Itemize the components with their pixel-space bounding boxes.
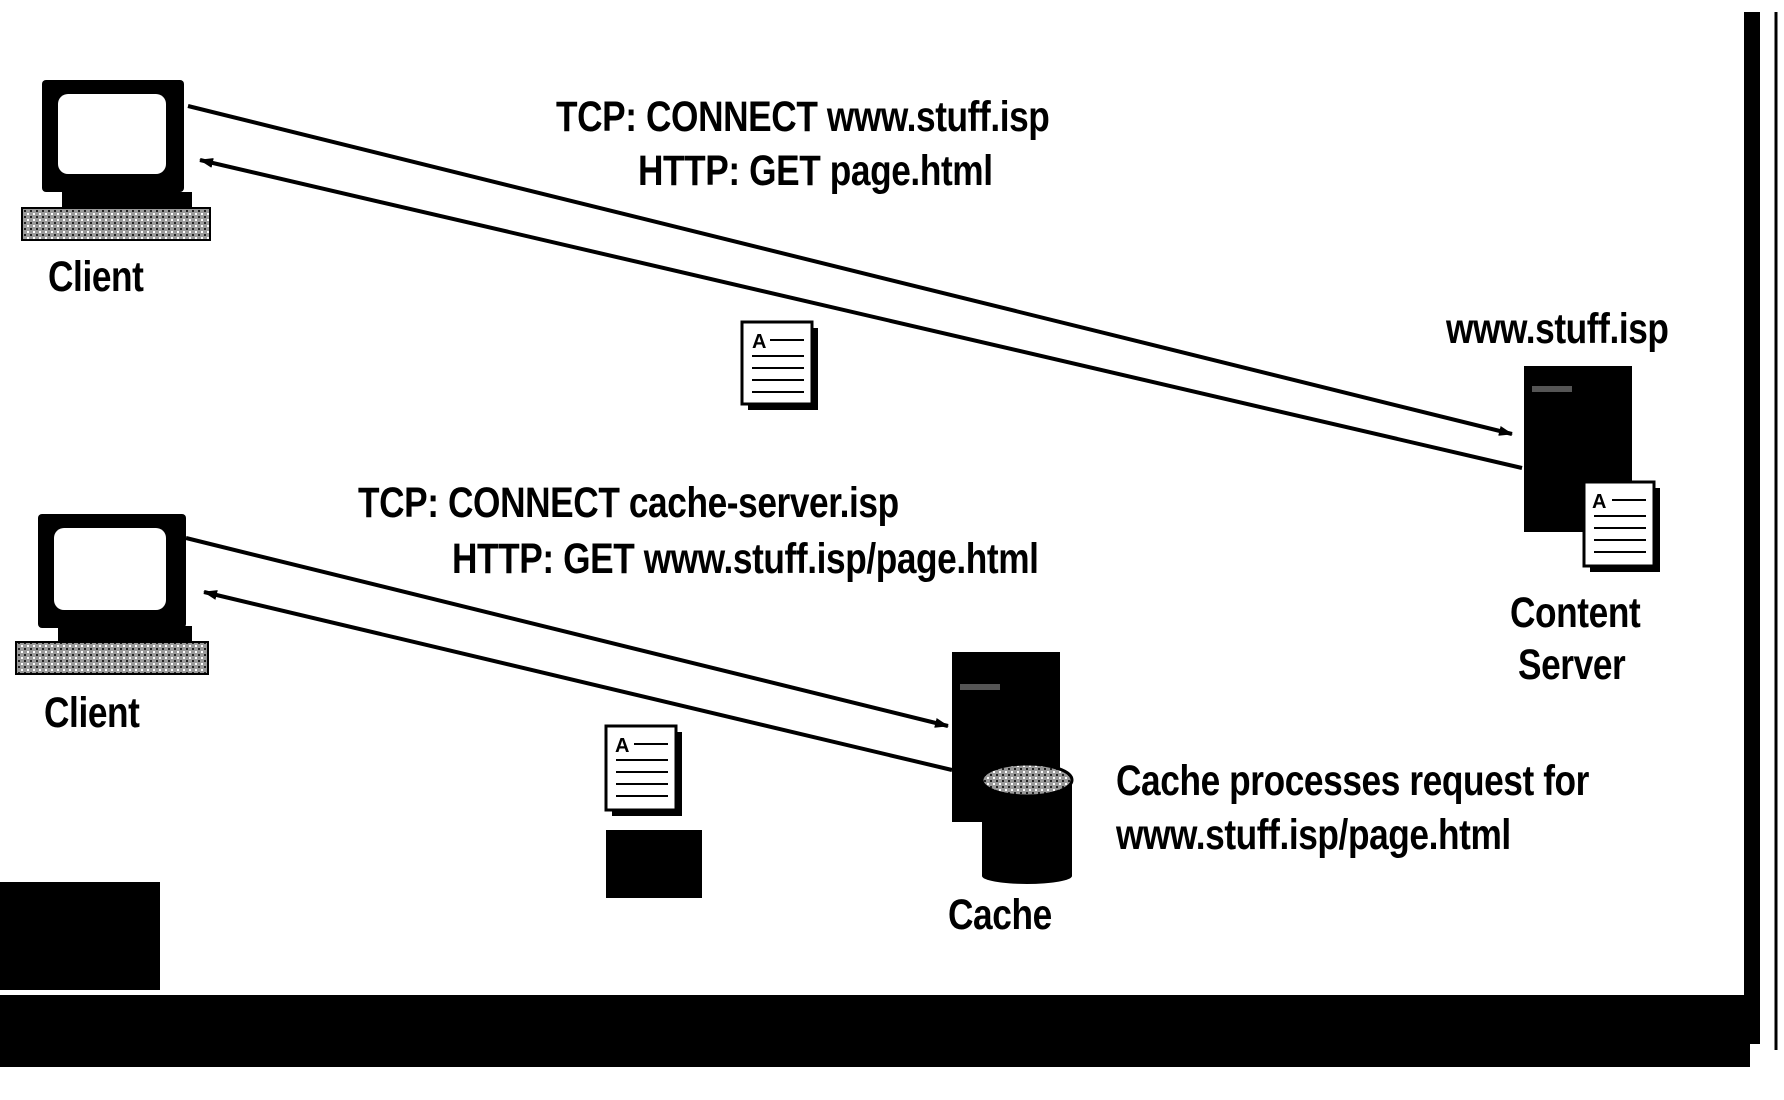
- bottom-request-arrow: [185, 536, 949, 728]
- content-server-host: www.stuff.isp: [1446, 305, 1669, 353]
- document-icon-top-middle: A: [740, 320, 818, 410]
- top-request-line1: TCP: CONNECT www.stuff.isp: [556, 93, 1050, 141]
- document-letter: A: [615, 735, 629, 757]
- top-response-arrow: [199, 158, 1523, 470]
- bottom-request-line1: TCP: CONNECT cache-server.isp: [358, 479, 899, 527]
- cache-label: Cache: [948, 891, 1052, 939]
- top-client-computer-icon: [21, 80, 211, 241]
- document-letter: A: [1592, 491, 1606, 513]
- content-server-label-line2: Server: [1518, 641, 1626, 689]
- top-client-label: Client: [48, 253, 144, 301]
- bottom-response-arrow: [203, 590, 953, 772]
- bottom-client-computer-icon: [15, 514, 209, 675]
- bottom-request-line2: HTTP: GET www.stuff.isp/page.html: [452, 535, 1039, 583]
- bottom-bar: [0, 995, 1750, 1067]
- cache-note-line1: Cache processes request for: [1116, 757, 1589, 805]
- cache-disk-icon: [980, 762, 1074, 884]
- document-icon-server: A: [1582, 480, 1660, 572]
- document-icon-bottom-middle: A: [604, 724, 682, 816]
- content-server-label-line1: Content: [1510, 589, 1641, 637]
- cache-note-line2: www.stuff.isp/page.html: [1116, 811, 1511, 859]
- bottom-client-label: Client: [44, 689, 140, 737]
- document-letter: A: [752, 331, 766, 353]
- right-border-bar: [1744, 12, 1760, 1044]
- top-request-arrow: [187, 104, 1513, 436]
- bottom-left-block: [0, 882, 160, 990]
- redaction-block: [606, 830, 702, 898]
- top-request-line2: HTTP: GET page.html: [638, 147, 993, 195]
